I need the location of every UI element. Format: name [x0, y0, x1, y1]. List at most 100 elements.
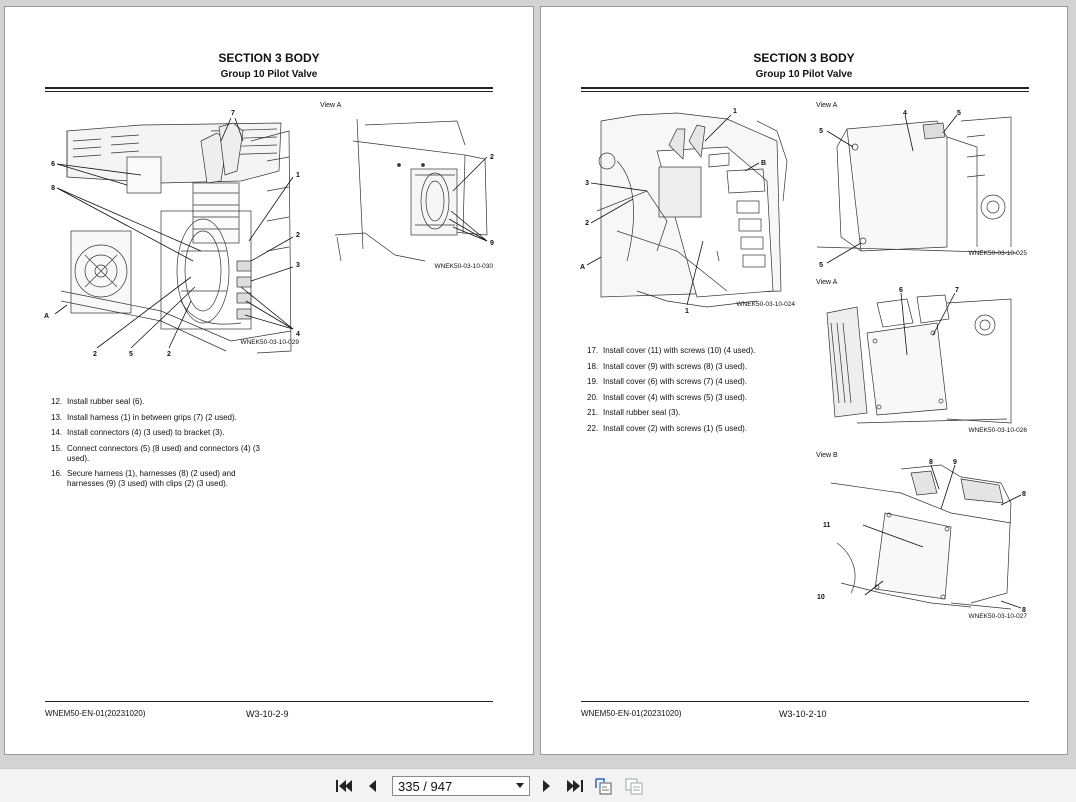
callout-label: 11	[823, 522, 831, 529]
step-item: 22. Install cover (2) with screws (1) (5 …	[587, 424, 807, 434]
callout-label: 2	[296, 232, 300, 239]
illustration-main-right: 1 B 3 2 A 1	[580, 108, 788, 315]
step-text: Install harness (1) in between grips (7)…	[67, 412, 237, 422]
callout-label: 2	[490, 154, 494, 161]
callout-label: A	[580, 264, 585, 271]
callout-label: 5	[129, 351, 133, 358]
export-icon	[595, 778, 612, 795]
step-number: 21.	[587, 408, 599, 417]
step-number: 19.	[587, 377, 599, 386]
export-button[interactable]	[594, 777, 614, 795]
step-item: 15. Connect connectors (5) (8 used) and c…	[51, 444, 261, 464]
illustration-view-a-lower: 6 7	[826, 287, 1012, 424]
document-page-right: SECTION 3 BODY Group 10 Pilot Valve	[540, 6, 1068, 755]
view-label: View A	[816, 279, 838, 286]
step-number: 12.	[51, 397, 63, 406]
callout-label: 4	[296, 331, 300, 338]
viewer-toolbar: 335 / 947	[0, 768, 1076, 802]
copy-button[interactable]	[624, 777, 644, 795]
last-page-icon	[567, 780, 583, 792]
step-item: 16. Secure harness (1), harnesses (8) (2 …	[51, 469, 261, 489]
view-label: View A	[320, 102, 342, 109]
step-item: 18. Install cover (9) with screws (8) (3 …	[587, 362, 807, 372]
callout-label: 2	[93, 351, 97, 358]
callout-label: 8	[51, 185, 55, 192]
view-label: View B	[816, 452, 838, 459]
header-rule	[45, 87, 493, 89]
step-number: 18.	[587, 361, 599, 371]
prev-page-icon	[369, 780, 376, 792]
callout-label: 1	[733, 108, 737, 115]
step-item: 21. Install rubber seal (3).	[587, 408, 807, 418]
view-label: View A	[816, 102, 838, 109]
footer-rule	[45, 701, 493, 702]
callout-label: 9	[953, 459, 957, 466]
last-page-button[interactable]	[565, 777, 585, 795]
step-number: 17.	[587, 346, 599, 355]
footer-doc-id: WNEM50-EN-01(20231020)	[45, 709, 146, 718]
first-page-button[interactable]	[334, 777, 354, 795]
step-number: 20.	[587, 392, 599, 402]
callout-label: 7	[955, 287, 959, 294]
step-number: 16.	[51, 469, 63, 478]
callout-label: 6	[51, 161, 55, 168]
copy-icon	[625, 778, 643, 795]
figure-code: WNEK50-03-10-030	[434, 263, 493, 270]
step-item: 13. Install harness (1) in between grips …	[51, 413, 261, 423]
callout-label: 5	[957, 110, 961, 117]
callout-label: 3	[296, 262, 300, 269]
callout-label: 8	[1022, 607, 1026, 614]
callout-label: 1	[296, 172, 300, 179]
section-title: SECTION 3 BODY	[753, 51, 855, 65]
illustration-view-b: 8 9 8 11 10 8	[817, 459, 1026, 614]
step-list: 17. Install cover (11) with screws (10) (…	[587, 346, 807, 439]
page-number-select[interactable]: 335 / 947	[392, 776, 530, 796]
step-text: Secure harness (1), harnesses (8) (2 use…	[67, 469, 236, 488]
page-indicator: 335 / 947	[398, 778, 453, 794]
step-item: 12. Install rubber seal (6).	[51, 397, 261, 407]
step-list: 12. Install rubber seal (6). 13. Install h…	[51, 397, 261, 495]
callout-label: B	[761, 160, 766, 167]
step-number: 22.	[587, 423, 599, 433]
first-page-icon	[336, 780, 352, 792]
figure-code: WNEK50-03-10-025	[968, 250, 1027, 257]
callout-label: 2	[585, 220, 589, 227]
callout-label: 6	[899, 287, 903, 294]
step-text: Install cover (11) with screws (10) (4 u…	[603, 346, 756, 355]
illustration-main-left: 7 6 8 1 2 3 4 A 2 5 2	[44, 110, 300, 358]
header-rule	[581, 87, 1029, 89]
footer-rule	[581, 701, 1029, 702]
step-text: Install rubber seal (3).	[603, 408, 681, 417]
step-text: Install cover (9) with screws (8) (3 use…	[603, 361, 748, 371]
callout-label: 3	[585, 180, 589, 187]
document-page-left: SECTION 3 BODY Group 10 Pilot Valve	[4, 6, 534, 755]
footer-page-number: W3-10-2-9	[246, 709, 289, 719]
callout-label: 1	[685, 308, 689, 315]
step-number: 15.	[51, 443, 63, 453]
header-rule-thin	[45, 91, 493, 92]
section-title: SECTION 3 BODY	[218, 51, 320, 65]
header-rule-thin	[581, 91, 1029, 92]
step-text: Install cover (4) with screws (5) (3 use…	[603, 392, 748, 402]
callout-label: 4	[903, 110, 907, 117]
chevron-down-icon	[516, 783, 524, 788]
group-title: Group 10 Pilot Valve	[220, 69, 318, 80]
step-number: 14.	[51, 428, 63, 437]
step-text: Connect connectors (5) (8 used) and conn…	[67, 443, 260, 463]
callout-label: 10	[817, 594, 825, 601]
prev-page-button[interactable]	[362, 777, 382, 795]
footer-doc-id: WNEM50-EN-01(20231020)	[581, 709, 682, 718]
illustration-view-a-left: 2 9	[334, 118, 494, 262]
step-item: 17. Install cover (11) with screws (10) (…	[587, 346, 807, 356]
callout-label: 7	[231, 110, 235, 117]
callout-label: 2	[167, 351, 171, 358]
step-item: 20. Install cover (4) with screws (5) (3 …	[587, 393, 807, 403]
step-text: Install cover (2) with screws (1) (5 use…	[603, 423, 748, 433]
illustration-view-a-upper: 4 5 5 5	[816, 110, 1018, 269]
next-page-button[interactable]	[537, 777, 557, 795]
callout-label: 8	[929, 459, 933, 466]
step-number: 13.	[51, 412, 63, 422]
group-title: Group 10 Pilot Valve	[755, 69, 853, 80]
figure-code: WNEK50-03-10-027	[968, 613, 1027, 620]
step-text: Install rubber seal (6).	[67, 397, 145, 406]
